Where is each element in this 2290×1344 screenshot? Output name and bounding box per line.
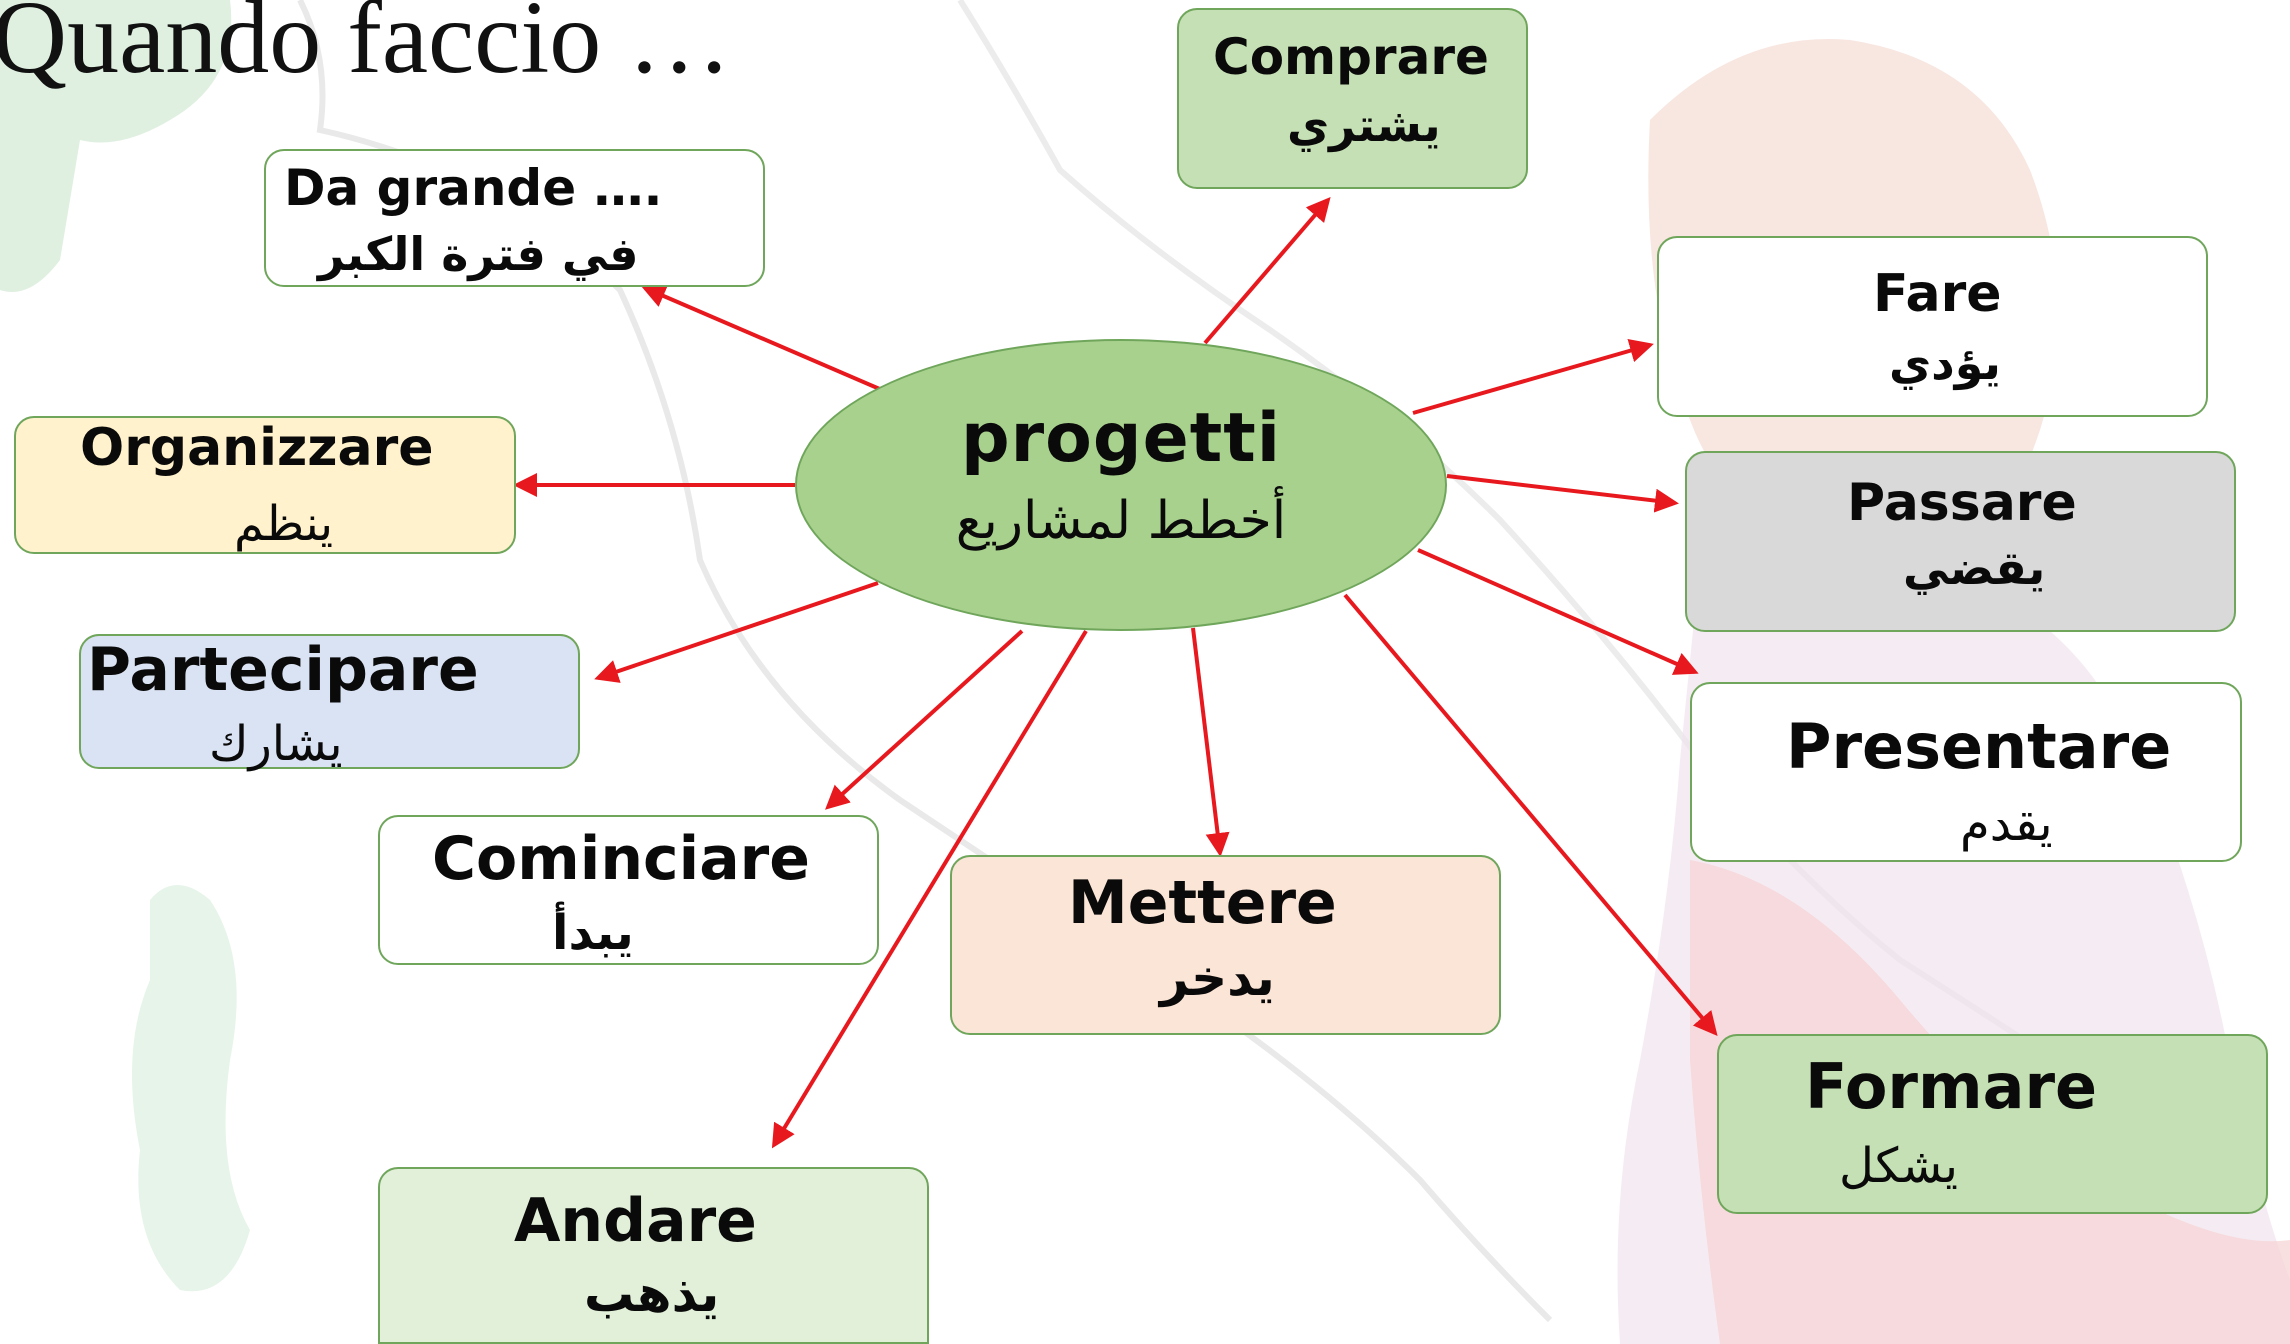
node-mettere-italian: Mettere (1068, 868, 1337, 938)
arrow-to-presentare (1417, 548, 1699, 675)
arrow-to-partecipare (594, 581, 879, 683)
node-organizzare-arabic: ينظم (234, 496, 334, 552)
node-presentare-arabic: يقدم (1960, 796, 2053, 852)
background-green-region (0, 0, 232, 292)
node-formare-arabic: يشكل (1839, 1138, 1959, 1194)
center-node-arabic: أخطط لمشاريع (955, 491, 1287, 551)
node-passare-italian: Passare (1847, 473, 2077, 533)
node-formare: Formare يشكل (1717, 1034, 2268, 1214)
node-mettere-arabic: يدخر (1160, 949, 1275, 1007)
node-organizzare: Organizzare ينظم (14, 416, 516, 554)
center-node-italian: progetti (960, 399, 1282, 478)
node-fare-italian: Fare (1873, 264, 2002, 324)
arrow-to-andare (771, 629, 1088, 1149)
node-da-grande-arabic: في فترة الكبر (318, 227, 639, 281)
node-cominciare-italian: Cominciare (432, 824, 810, 894)
node-da-grande-italian: Da grande …. (284, 159, 663, 217)
node-mettere: Mettere يدخر (950, 855, 1501, 1035)
node-comprare-italian: Comprare (1213, 28, 1489, 86)
node-da-grande: Da grande …. في فترة الكبر (264, 149, 765, 287)
node-passare: Passare يقضي (1685, 451, 2236, 632)
arrow-to-fare (1412, 338, 1654, 415)
background-sardinia-island (132, 885, 250, 1292)
node-comprare-arabic: يشتري (1287, 98, 1441, 152)
node-partecipare: Partecipare يشارك (79, 634, 580, 769)
center-node-progetti: progetti أخطط لمشاريع (795, 339, 1447, 631)
node-andare-arabic: يذهب (584, 1265, 720, 1323)
arrow-to-formare (1343, 593, 1718, 1037)
arrow-to-passare (1446, 474, 1679, 513)
node-formare-italian: Formare (1805, 1050, 2098, 1123)
node-cominciare: Cominciare يبدأ (378, 815, 879, 965)
arrow-to-da-grande (641, 284, 883, 392)
arrow-to-mettere (1191, 627, 1230, 857)
arrow-to-comprare (1203, 196, 1331, 345)
node-partecipare-italian: Partecipare (87, 635, 479, 705)
node-andare: Andare يذهب (378, 1167, 929, 1344)
node-comprare: Comprare يشتري (1177, 8, 1528, 189)
node-fare-arabic: يؤدي (1889, 336, 2001, 390)
node-presentare: Presentare يقدم (1690, 682, 2242, 862)
node-andare-italian: Andare (514, 1186, 757, 1256)
node-passare-arabic: يقضي (1903, 541, 2046, 595)
arrow-to-cominciare (825, 629, 1024, 810)
node-partecipare-arabic: يشارك (209, 716, 343, 772)
slide-title: Quando faccio … (0, 0, 732, 95)
node-presentare-italian: Presentare (1786, 710, 2172, 783)
node-organizzare-italian: Organizzare (80, 418, 434, 478)
node-cominciare-arabic: يبدأ (552, 905, 634, 961)
node-fare: Fare يؤدي (1657, 236, 2208, 417)
